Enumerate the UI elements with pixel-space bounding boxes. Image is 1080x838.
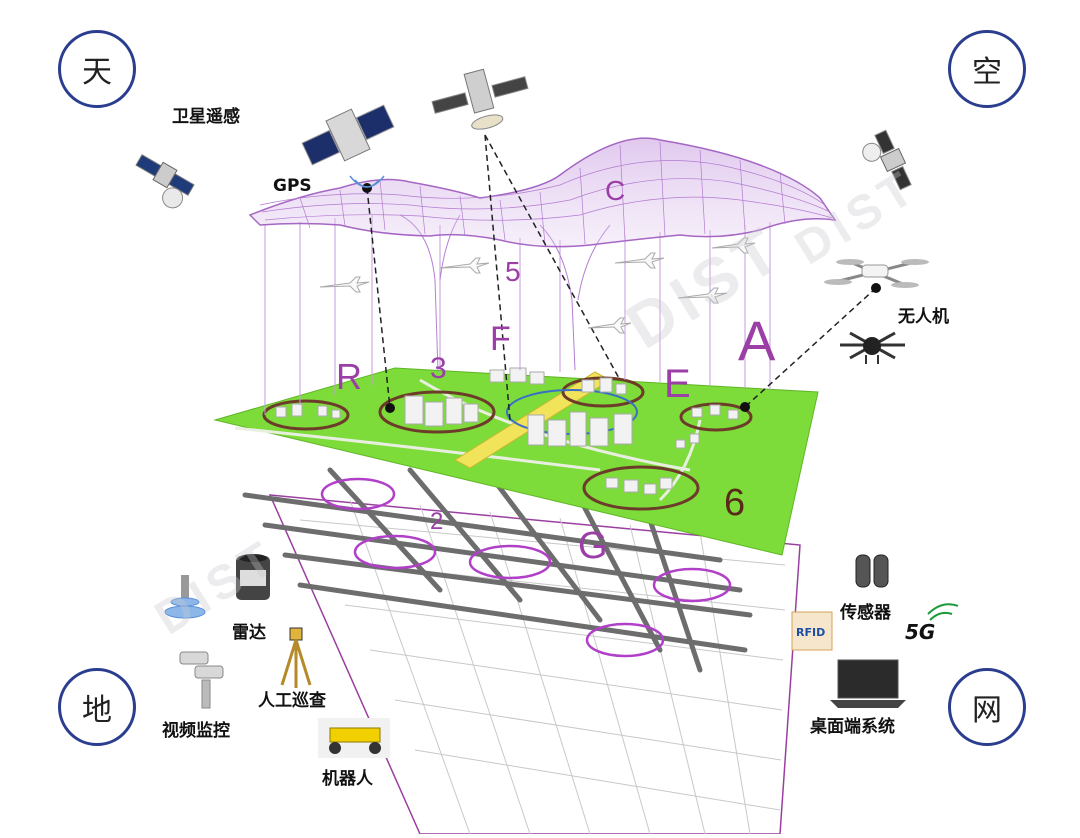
corner-tian: 天 [58, 30, 136, 108]
mesh-lines [259, 141, 833, 245]
label-satellite-rs: 卫星遥感 [172, 107, 240, 127]
mesh-verticals [264, 215, 771, 415]
laptop-icon [830, 659, 906, 708]
label-uav: 无人机 [898, 307, 949, 327]
label-gps: GPS [273, 176, 312, 196]
aircraft-icons [319, 237, 756, 334]
layer-letter-5: 5 [505, 256, 521, 287]
airspace-mesh [248, 137, 837, 248]
layer-letter-6: 6 [724, 482, 746, 524]
video-camera-icon [179, 651, 224, 709]
robot-icon [318, 718, 390, 758]
sensing-beams [366, 134, 877, 421]
label-rfid: RFID [796, 626, 826, 639]
sensor-icon [855, 554, 889, 588]
layer-letter-e: E [664, 362, 691, 406]
layer-letter-a: A [738, 309, 776, 372]
label-robot: 机器人 [322, 769, 373, 789]
layer-letter-c: C [605, 175, 626, 206]
radar-scanner-icon [236, 554, 270, 600]
top-satellite-icon [431, 68, 529, 130]
five-g-waves-icon [927, 603, 959, 621]
right-satellite-icon [862, 129, 912, 191]
gps-satellite-icon [301, 104, 395, 166]
label-sensor: 传感器 [840, 603, 891, 623]
uav-hexacopter-icon [840, 331, 905, 364]
buildings [275, 367, 739, 495]
uav-quadcopter-icon [824, 259, 929, 288]
label-video: 视频监控 [162, 721, 230, 741]
pipe-loops [320, 477, 732, 658]
label-desktop: 桌面端系统 [810, 717, 895, 737]
survey-tripod-icon [280, 627, 312, 688]
rs-satellite-icon [135, 154, 195, 209]
corner-wang: 网 [948, 668, 1026, 746]
corner-kong: 空 [948, 30, 1026, 108]
layer-letter-3: 3 [430, 352, 447, 385]
corner-di: 地 [58, 668, 136, 746]
layer-letter-g: G [578, 525, 608, 567]
gps-signal-icon [349, 175, 385, 188]
ground-plane [213, 367, 819, 556]
radar-tower-icon [164, 575, 206, 619]
label-manual-patrol: 人工巡查 [258, 691, 326, 711]
rfid-tag-icon [791, 611, 833, 651]
beam-endpoints [362, 183, 881, 413]
label-5g: 5G [905, 620, 936, 644]
layer-letter-r: R [336, 356, 362, 397]
layer-letter-2: 2 [430, 508, 444, 535]
label-radar: 雷达 [232, 623, 266, 643]
layer-letter-f: F [490, 320, 511, 358]
